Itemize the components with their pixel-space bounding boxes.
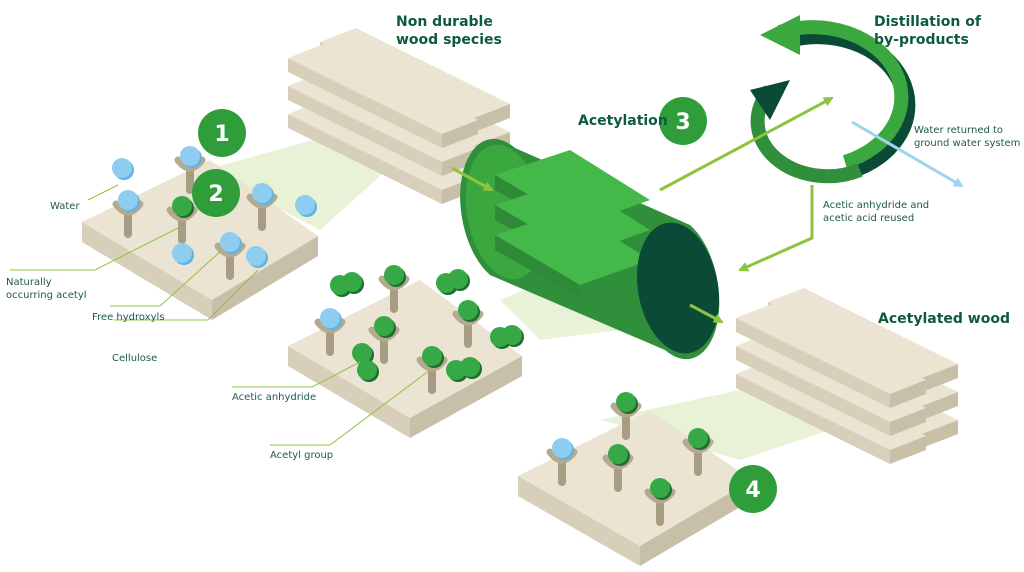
acetic-anhydride-molecule [448, 269, 470, 291]
reactor-inner-planks [495, 150, 650, 298]
svg-text:2: 2 [208, 182, 223, 207]
acetyl-molecule [416, 346, 448, 394]
svg-text:1: 1 [214, 122, 229, 147]
acetyl-molecule [644, 478, 676, 526]
acetyl-molecule [602, 444, 634, 492]
svg-text:3: 3 [675, 110, 690, 135]
step-badge-1: 1 [198, 109, 246, 157]
acetic-anhydride-molecule [502, 325, 524, 347]
arrow-reactor-to-distillation [659, 96, 834, 192]
hydroxyl-molecule [314, 308, 346, 356]
hydroxyl-molecule [174, 146, 206, 194]
wood-plank [288, 44, 478, 148]
cellulose-molecules [112, 146, 714, 526]
heading-distillation: Distillation of by-products [874, 14, 981, 48]
leader-lines [10, 184, 431, 446]
label-acetic-anhydride: Acetic anhydride [232, 392, 317, 403]
acetyl-molecule [452, 300, 484, 348]
svg-text:4: 4 [745, 478, 760, 503]
acetyl-molecule [682, 428, 714, 476]
heading-non-durable-wood: Non durable wood species [396, 14, 502, 48]
zoom-beam-3 [600, 390, 830, 460]
acetic-anhydride-molecule [357, 360, 379, 382]
label-acetyl-group: Acetyl group [270, 450, 334, 461]
heading-acetylation: Acetylation [578, 113, 668, 129]
acetic-anhydride-molecule [460, 357, 482, 379]
acetylation-reactor [460, 138, 720, 360]
arrow-wood-to-reactor [451, 166, 494, 192]
hydroxyl-molecule [546, 438, 578, 486]
label-cellulose: Cellulose [112, 353, 158, 364]
arrow-reuse-to-reactor [738, 185, 814, 272]
hydroxyl-molecule [214, 232, 246, 280]
water-molecule [172, 243, 194, 265]
step-badge-2: 2 [192, 169, 240, 217]
label-water-returned: Water returned to ground water system [914, 125, 1021, 149]
acetic-anhydride-molecule [352, 343, 374, 365]
water-molecule [246, 246, 268, 268]
acetic-anhydride-molecule [342, 272, 364, 294]
hydroxyl-molecule [112, 190, 144, 238]
wood-plank [736, 304, 926, 408]
step-badge-3: 3 [659, 97, 707, 145]
wood-stack-acetylated [736, 288, 958, 464]
acetyl-molecule [378, 265, 410, 313]
acetyl-molecule [610, 392, 642, 440]
hydroxyl-molecule [246, 183, 278, 231]
acetyl-molecule [166, 196, 198, 244]
wood-stack-non-durable [288, 28, 510, 204]
label-naturally-occurring-acetyl: Naturally occurring acetyl [6, 277, 87, 301]
label-free-hydroxyls: Free hydroxyls [92, 312, 165, 323]
label-water: Water [50, 201, 80, 212]
distillation-cycle-icon [750, 15, 916, 184]
arrow-reactor-to-acetylated [689, 303, 724, 324]
step-badge-4: 4 [729, 465, 777, 513]
acetyl-molecule [368, 316, 400, 364]
cell-platform-reacting [288, 280, 522, 438]
water-molecule [295, 195, 317, 217]
arrow-water-returned [851, 120, 964, 188]
label-reused-chemicals: Acetic anhydride and acetic acid reused [823, 200, 930, 224]
water-molecule [112, 158, 134, 180]
heading-acetylated-wood: Acetylated wood [878, 311, 1010, 327]
